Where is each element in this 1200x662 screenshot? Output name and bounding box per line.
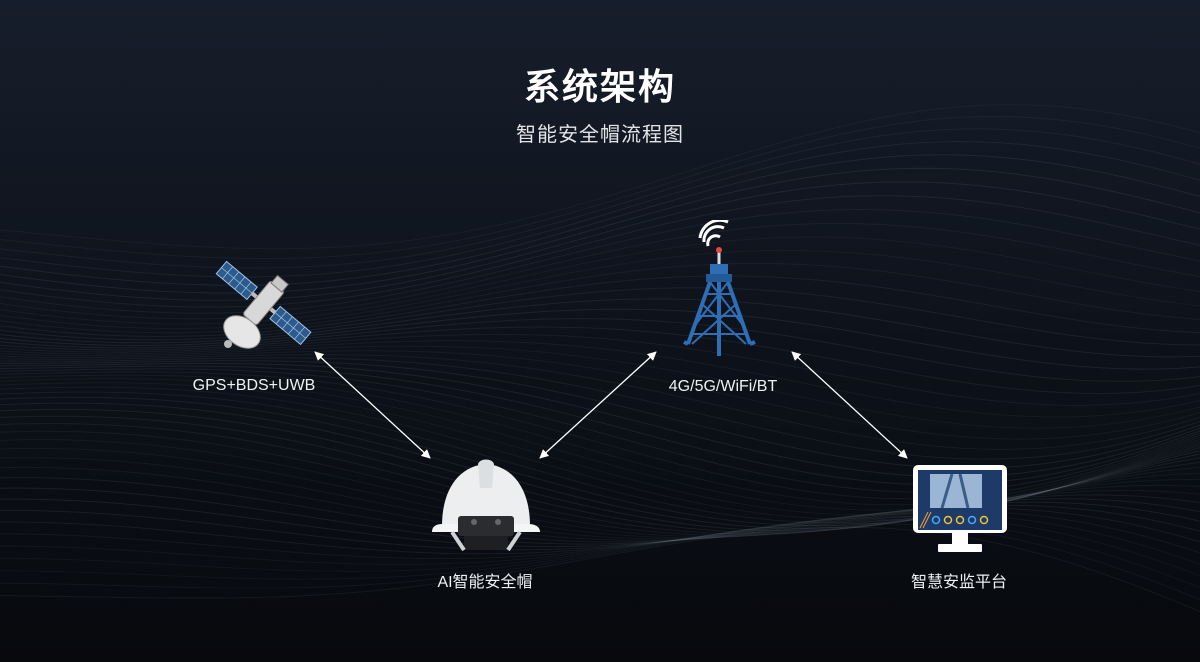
wave-line xyxy=(0,326,1200,395)
wave-line xyxy=(0,275,1200,338)
arrow-tower-platform xyxy=(791,351,908,459)
wave-line xyxy=(0,236,1200,325)
wave-line xyxy=(0,249,1200,330)
page-title: 系统架构 xyxy=(523,66,676,107)
wave-line xyxy=(0,318,1200,382)
monitor-icon xyxy=(913,465,1007,552)
wave-line xyxy=(0,308,1200,370)
wave-line xyxy=(0,340,1200,418)
wave-line xyxy=(0,154,1200,286)
wave-line xyxy=(0,526,1200,612)
signal-tower-icon xyxy=(683,220,756,356)
wave-line xyxy=(0,128,1200,269)
helmet-label: AI智能安全帽 xyxy=(437,574,533,591)
satellite-icon xyxy=(215,260,312,349)
page-subtitle: 智能安全帽流程图 xyxy=(516,124,684,146)
arrow-helmet-tower xyxy=(539,351,657,459)
wave-line xyxy=(0,115,1200,260)
satellite-label: GPS+BDS+UWB xyxy=(192,377,316,394)
wave-line xyxy=(0,262,1200,334)
wave-line xyxy=(0,208,1200,314)
platform-label: 智慧安监平台 xyxy=(910,574,1008,591)
wave-line xyxy=(0,141,1200,278)
wave-line xyxy=(0,167,1200,294)
wave-line xyxy=(0,222,1200,320)
wave-line xyxy=(0,181,1200,301)
arrow-satellite-helmet xyxy=(314,351,431,459)
wave-line xyxy=(0,333,1200,406)
wave-line xyxy=(0,195,1200,308)
wave-line xyxy=(0,522,1200,600)
safety-helmet-icon xyxy=(432,459,540,552)
wave-line xyxy=(0,287,1200,346)
tower-label: 4G/5G/WiFi/BT xyxy=(668,378,778,395)
wave-line xyxy=(0,298,1200,358)
wave-line xyxy=(0,104,1200,250)
